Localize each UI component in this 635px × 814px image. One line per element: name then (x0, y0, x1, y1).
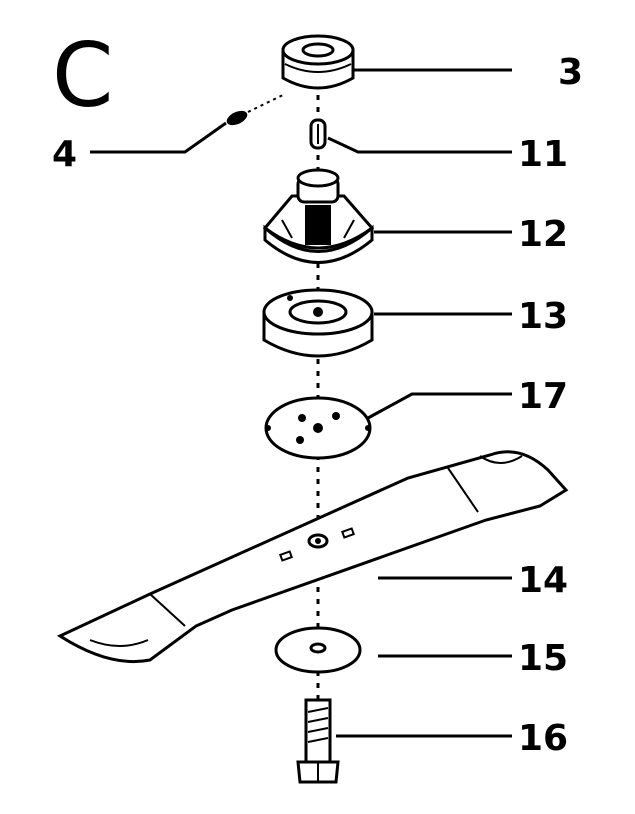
part-16-bolt (296, 698, 340, 784)
label-part-14: 14 (518, 560, 568, 601)
section-letter: C (52, 24, 113, 127)
label-part-12: 12 (518, 214, 568, 255)
part-13-drum (262, 288, 374, 358)
leader-11 (327, 136, 512, 154)
label-part-13: 13 (518, 296, 568, 337)
label-part-17: 17 (518, 376, 568, 417)
label-part-3: 3 (558, 52, 583, 93)
part-4-key (226, 93, 286, 126)
leader-17 (367, 392, 512, 420)
label-part-4: 4 (52, 134, 77, 175)
label-part-16: 16 (518, 718, 568, 759)
label-part-11: 11 (518, 134, 568, 175)
part-15-washer (274, 626, 362, 674)
part-17-plate (264, 396, 372, 460)
part-14-blade (56, 450, 569, 664)
part-3-cap (281, 34, 355, 90)
part-11-clip (309, 118, 327, 150)
part-12-hub (262, 168, 375, 264)
label-part-15: 15 (518, 638, 568, 679)
leader-4 (90, 121, 227, 154)
leader-lines (90, 68, 512, 738)
